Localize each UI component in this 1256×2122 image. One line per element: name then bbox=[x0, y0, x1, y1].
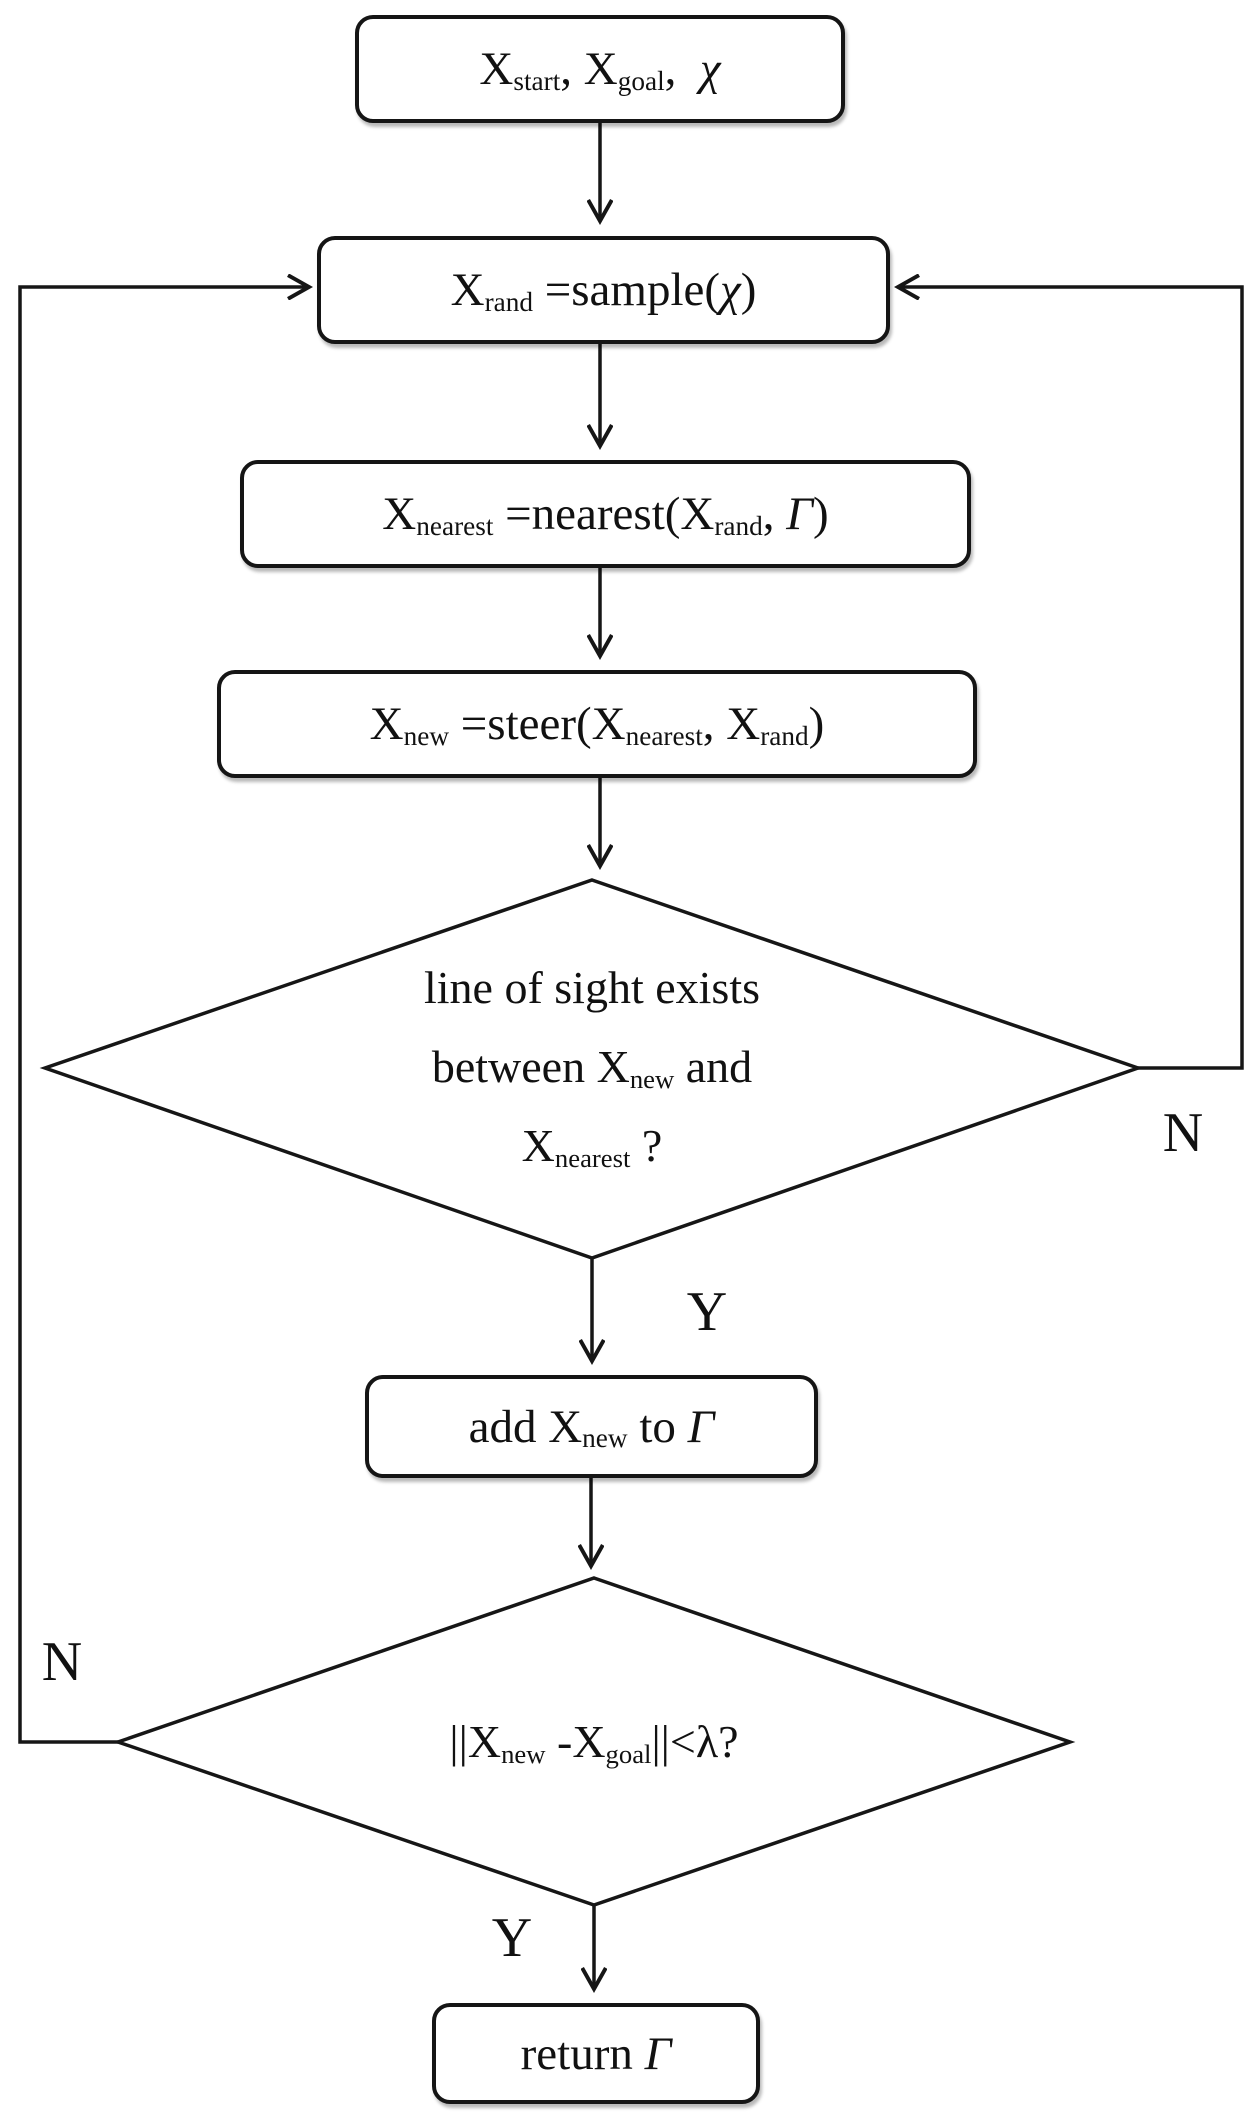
decision-line-of-sight-line1: line of sight exists bbox=[423, 962, 761, 1013]
node-start-inputs-label: Xstart, Xgoal, χ bbox=[479, 43, 721, 96]
edge-los-no-loop bbox=[898, 287, 1244, 1070]
node-add-new: add Xnew to Γ bbox=[365, 1375, 818, 1478]
decision-goal-distance-text: ||Xnew -Xgoal||<λ? bbox=[449, 1716, 739, 1769]
branch-label-los-yes: Y bbox=[686, 1281, 728, 1343]
branch-label-goal-yes: Y bbox=[491, 1907, 533, 1969]
decision-goal-distance-label: ||Xnew -Xgoal||<λ? bbox=[194, 1702, 994, 1782]
node-return: return Γ bbox=[432, 2003, 760, 2104]
node-return-label: return Γ bbox=[520, 2027, 672, 2080]
node-sample-label: Xrand =sample(χ) bbox=[450, 264, 757, 317]
node-steer: Xnew =steer(Xnearest, Xrand) bbox=[217, 670, 977, 778]
node-start-inputs: Xstart, Xgoal, χ bbox=[355, 15, 845, 123]
edge-goal-no-loop bbox=[18, 287, 309, 1744]
node-nearest: Xnearest =nearest(Xrand, Γ) bbox=[240, 460, 971, 568]
branch-label-goal-no: N bbox=[41, 1631, 83, 1693]
decision-line-of-sight-line3: Xnearest ? bbox=[521, 1120, 663, 1174]
decision-line-of-sight-label: line of sight exists between Xnew and Xn… bbox=[142, 948, 1042, 1185]
decision-line-of-sight-line2: between Xnew and bbox=[431, 1041, 753, 1094]
node-sample: Xrand =sample(χ) bbox=[317, 236, 890, 344]
branch-label-los-no: N bbox=[1162, 1102, 1204, 1164]
node-add-new-label: add Xnew to Γ bbox=[468, 1400, 715, 1454]
node-steer-label: Xnew =steer(Xnearest, Xrand) bbox=[369, 698, 825, 751]
node-nearest-label: Xnearest =nearest(Xrand, Γ) bbox=[382, 488, 829, 541]
